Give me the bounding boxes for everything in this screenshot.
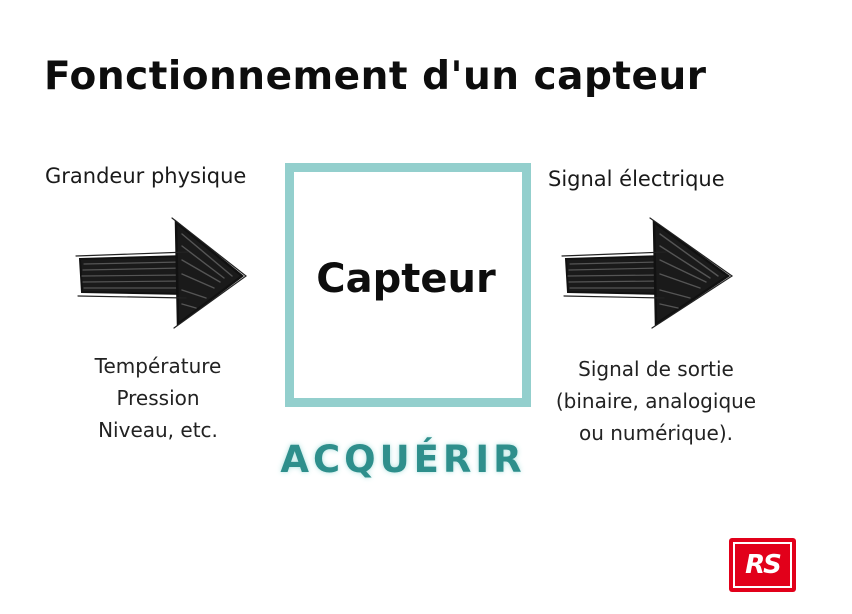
rs-logo: RS xyxy=(729,538,796,592)
output-examples: Signal de sortie (binaire, analogique ou… xyxy=(538,353,774,449)
output-example: Signal de sortie xyxy=(578,357,734,381)
sensor-label: Capteur xyxy=(316,256,496,302)
output-example: ou numérique). xyxy=(578,421,734,445)
sensor-box: Capteur xyxy=(285,163,531,407)
output-example: (binaire, analogique xyxy=(555,389,757,413)
input-example: Température xyxy=(94,354,222,378)
input-example: Niveau, etc. xyxy=(98,418,218,442)
rs-logo-text: RS xyxy=(733,542,792,588)
page-title: Fonctionnement d'un capteur xyxy=(44,54,707,99)
input-examples: Température Pression Niveau, etc. xyxy=(60,350,256,446)
output-label: Signal électrique xyxy=(548,167,725,191)
right-arrow-icon xyxy=(561,217,734,329)
right-arrow-icon xyxy=(75,217,247,329)
function-label: ACQUÉRIR xyxy=(280,438,526,481)
input-label: Grandeur physique xyxy=(45,164,247,188)
input-example: Pression xyxy=(116,386,200,410)
